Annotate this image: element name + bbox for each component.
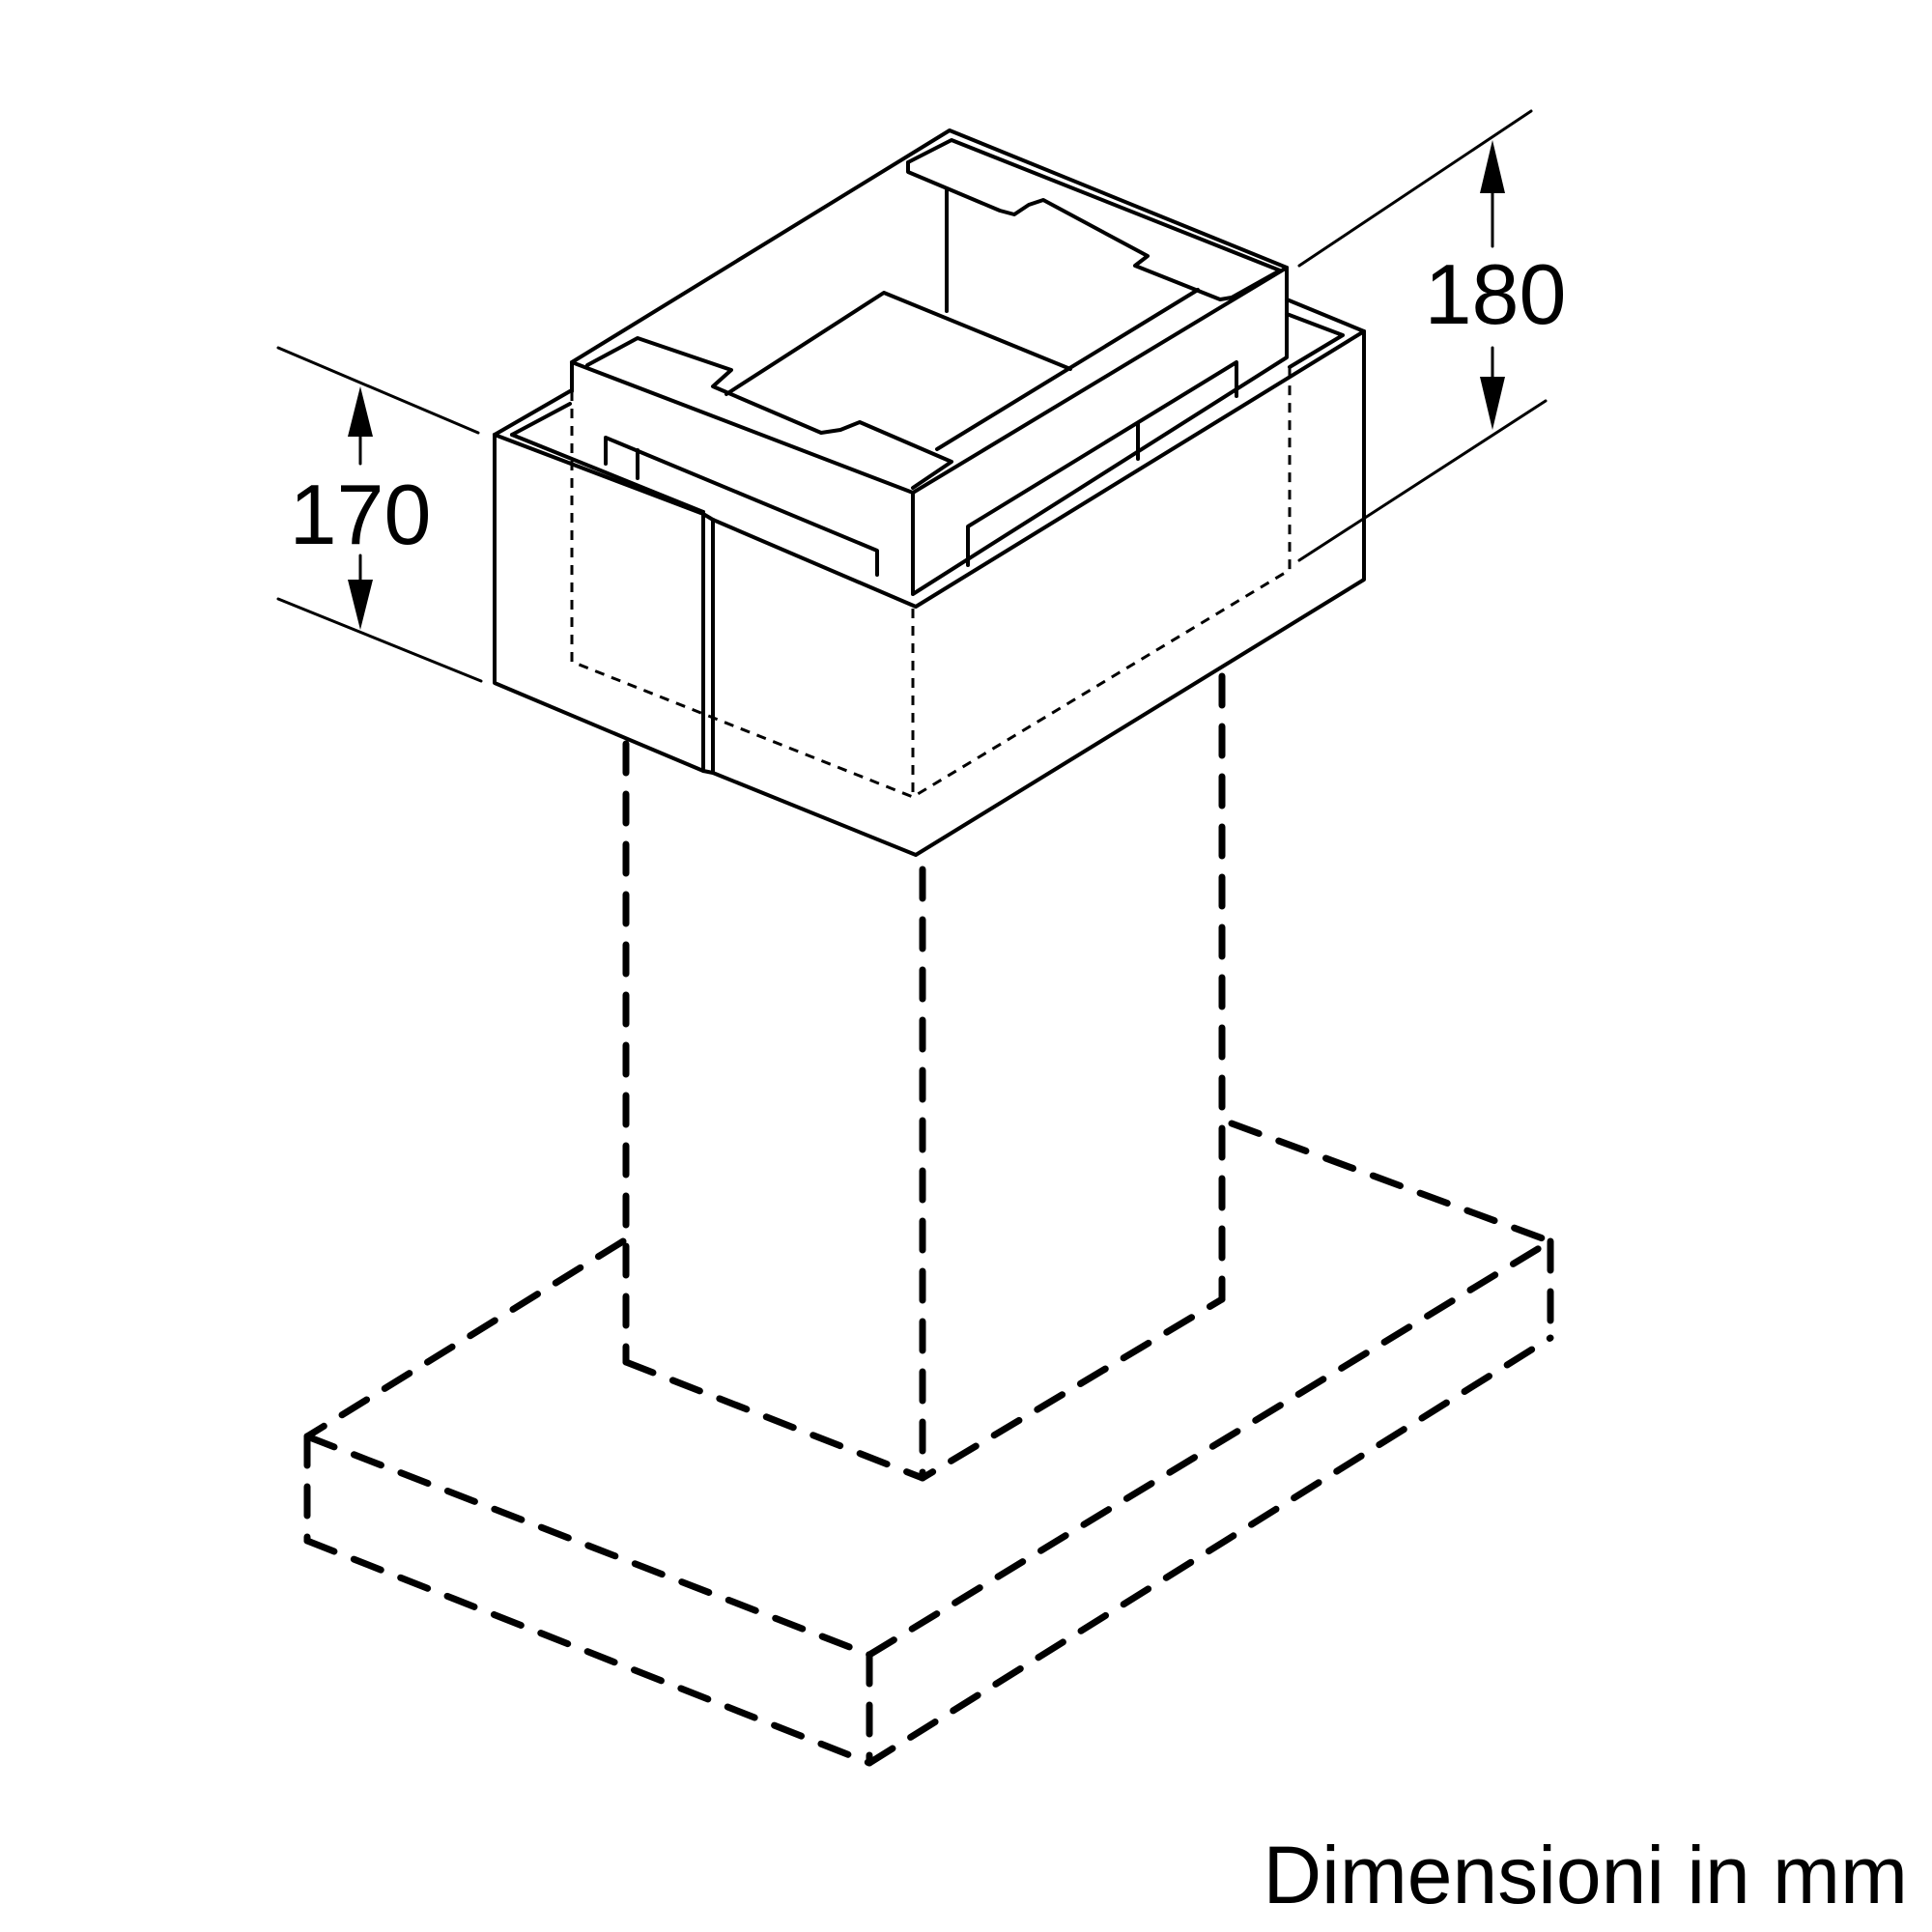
outer-box-top-rim — [493, 389, 572, 437]
module-rim-back — [906, 138, 1282, 301]
outer-box-right-rim — [1285, 298, 1366, 333]
hood-front-bottom — [303, 1334, 1554, 1767]
module-rim-inner — [585, 336, 953, 490]
outer-box-front-top — [493, 329, 1366, 609]
dimension-170: 170 — [276, 346, 483, 683]
module-right-slot — [966, 360, 1238, 567]
extension-line-top-left — [276, 346, 480, 435]
inner-box-outline — [570, 367, 1292, 799]
arrow-up-icon — [348, 386, 373, 437]
extension-line-bottom-right — [1297, 399, 1548, 562]
hood-top-back — [1228, 1120, 1554, 1245]
module-front-edge — [911, 266, 1289, 596]
outer-box-left-face — [493, 433, 705, 773]
extension-line-top-right — [1297, 109, 1533, 268]
arrow-up-icon — [1480, 140, 1505, 193]
extension-line-bottom-left — [276, 597, 483, 683]
dimension-180: 180 — [1297, 109, 1567, 562]
front-seam-strip — [701, 510, 715, 775]
module-left-opening — [604, 436, 879, 577]
units-caption: Dimensioni in mm — [1264, 1830, 1909, 1920]
hood-top-left — [303, 1237, 627, 1440]
chimney-bottom — [622, 1295, 1226, 1482]
hidden-hood-outline — [303, 672, 1554, 1767]
inner-hidden-box — [570, 367, 1292, 799]
dimension-label-170: 170 — [290, 467, 432, 562]
outer-box-inner-rim-left — [510, 402, 572, 437]
outer-box-front-top-inner — [510, 433, 705, 514]
module-center-rail — [935, 288, 1200, 451]
arrow-down-icon — [1480, 377, 1505, 430]
hood-front-top — [303, 1237, 1554, 1659]
dimension-label-180: 180 — [1425, 246, 1567, 342]
module-center-block — [724, 291, 1072, 396]
fan-module — [570, 128, 1289, 775]
outer-box-inner-rim-right — [1285, 312, 1345, 369]
arrow-down-icon — [348, 580, 373, 630]
outer-box-front-face — [711, 329, 1366, 857]
